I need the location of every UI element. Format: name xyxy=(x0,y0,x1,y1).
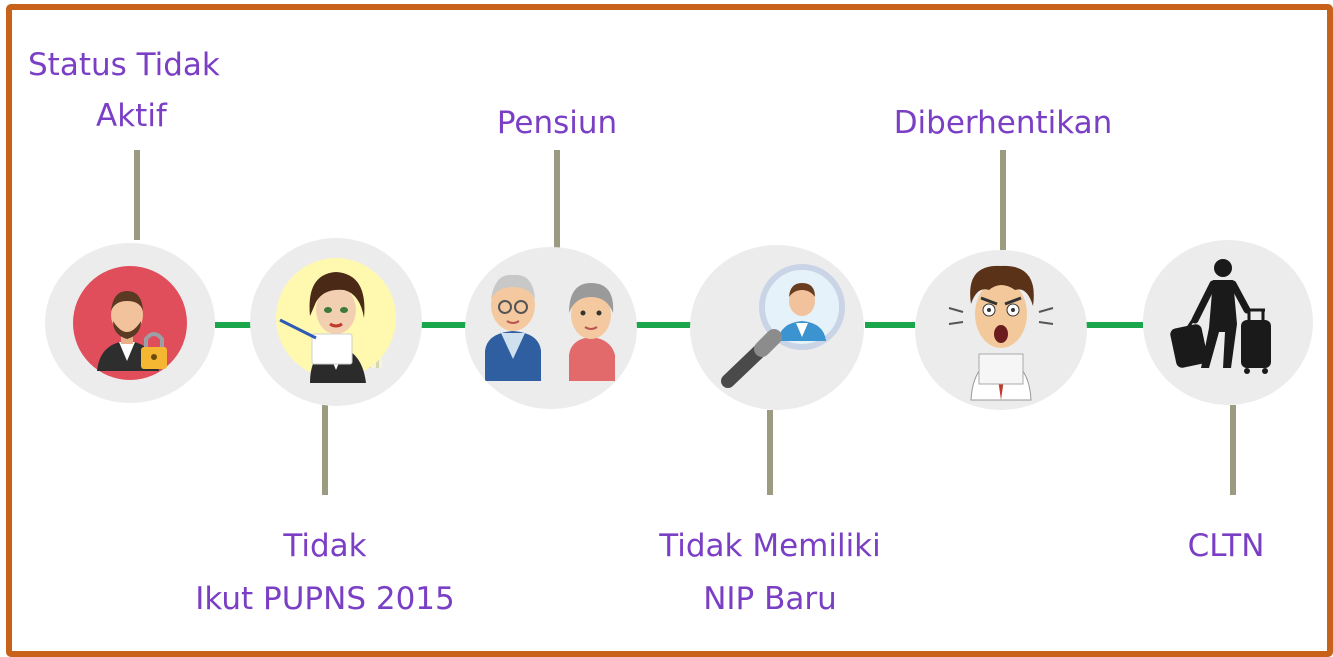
step-label-line: Status Tidak xyxy=(28,47,220,83)
step-label-tidak-ikut-pupns: Tidak Ikut PUPNS 2015 xyxy=(195,527,455,619)
traveler-luggage-icon xyxy=(1170,259,1271,374)
step-circle-tidak-ikut-pupns xyxy=(250,238,422,406)
step-label-pensiun: Pensiun xyxy=(497,104,617,143)
step-label-line: Ikut PUPNS 2015 xyxy=(195,580,455,617)
connector-line xyxy=(865,322,915,328)
connector-line xyxy=(420,322,470,328)
step-circle-cltn xyxy=(1143,240,1313,405)
connector-line xyxy=(1085,322,1143,328)
step-label-status-tidak-aktif: Status Tidak Aktif xyxy=(28,46,220,136)
angry-man-icon xyxy=(948,265,1054,401)
step-label-diberhentikan: Diberhentikan xyxy=(894,104,1113,143)
step-circle-diberhentikan xyxy=(915,250,1087,410)
step-label-line: Aktif xyxy=(96,97,167,134)
stem-line xyxy=(134,150,140,240)
step-circle-pensiun xyxy=(465,247,637,409)
stem-line xyxy=(1000,150,1006,250)
woman-writing-icon xyxy=(276,258,396,383)
step-label-line: Pensiun xyxy=(496,105,618,141)
step-label-line: Tidak xyxy=(283,528,367,564)
stem-line xyxy=(554,150,560,248)
stem-line xyxy=(767,410,773,495)
stem-line xyxy=(322,405,328,495)
step-label-line: NIP Baru xyxy=(703,580,837,617)
stem-line xyxy=(1230,405,1236,495)
connector-line xyxy=(215,322,255,328)
magnifier-person-icon xyxy=(721,264,845,388)
step-circle-status-tidak-aktif xyxy=(45,243,215,403)
elderly-couple-icon xyxy=(485,274,615,381)
step-label-line: Diberhentikan xyxy=(893,105,1113,141)
connector-line xyxy=(635,322,693,328)
step-label-line: Tidak Memiliki xyxy=(659,528,881,564)
diagram-frame xyxy=(6,4,1333,657)
locked-user-icon xyxy=(73,266,187,380)
step-circle-tidak-memiliki-nip xyxy=(690,245,864,410)
step-label-line: CLTN xyxy=(1187,528,1265,564)
step-label-cltn: CLTN xyxy=(1188,527,1265,566)
step-label-tidak-memiliki-nip: Tidak Memiliki NIP Baru xyxy=(659,527,881,619)
